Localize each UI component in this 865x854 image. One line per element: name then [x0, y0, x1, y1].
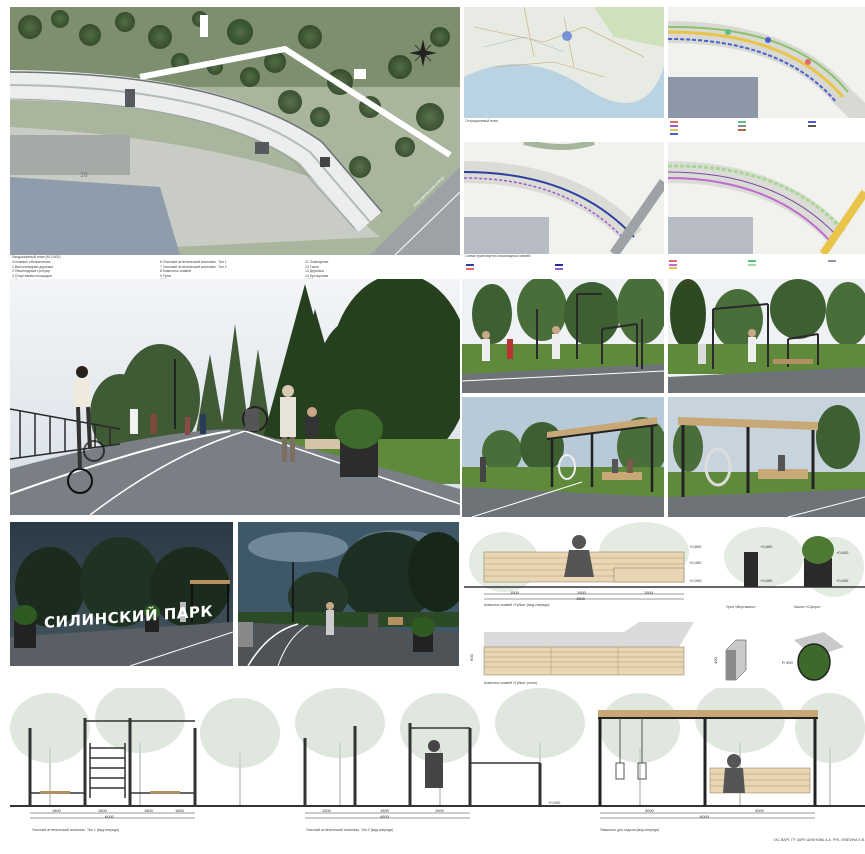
elev1-caption: Уличный атлетический комплекс. Тип 1 (ви… [32, 828, 120, 832]
zoning-legend [668, 119, 865, 137]
bench-height-mid: +0,450 [689, 560, 702, 565]
render-workout-1 [462, 279, 664, 393]
bench-width-3: 1500 [644, 590, 653, 595]
pot-height-top: +0,600 [836, 550, 849, 555]
transport-map [464, 142, 664, 254]
zoning-map [668, 7, 865, 118]
landscape-plan: Комсомольская улица 18 [10, 7, 460, 255]
plan-caption: Ландшафтный план (М 1:500) [12, 255, 61, 259]
elev2-caption: Уличный атлетический комплекс. Тип 2 (ви… [306, 828, 394, 832]
pot-caption: Кашпо «Сфера» [794, 605, 821, 609]
render-night-promenade [238, 522, 459, 666]
night-promenade-scene [238, 522, 459, 666]
elevations-drawing [10, 688, 865, 850]
greenery-map [668, 142, 865, 254]
bench-width-2: 1500 [577, 590, 586, 595]
bench-elevation-caption: Комплекс скамей «Губка» (вид спереди) [484, 603, 550, 607]
diagram-transport-caption: Схема транспортно-пешеходных связей [465, 254, 531, 258]
elev1-dim-3: 1800 [144, 808, 153, 813]
workout-scene-1 [462, 279, 664, 393]
urn-caption: Урна «Вертикаль» [726, 605, 756, 609]
render-night-entrance: СИЛИНСКИЙ ПАРК [10, 522, 233, 666]
elev3-total: 6000 [700, 814, 709, 819]
bench-elevation-drawing: +0,800 +0,450 +0,000 1500 1500 1500 4500… [464, 522, 865, 688]
transport-legend [465, 259, 665, 270]
cyclist-figure [67, 366, 105, 494]
render-pavilion-2 [668, 397, 865, 517]
bench-plan-depth: 600 [468, 654, 474, 661]
workout-scene-2 [668, 279, 865, 393]
elev2-dim-1: 1500 [322, 808, 331, 813]
urn-size: 400 [712, 657, 718, 664]
elev1-total: 6000 [105, 814, 114, 819]
promenade-illustration [10, 279, 460, 515]
elev1-dim-2: 1800 [98, 808, 107, 813]
urn-height-base: +0,000 [760, 578, 773, 583]
elev2-total: 4800 [380, 814, 389, 819]
pot-height-base: +0,000 [836, 578, 849, 583]
render-workout-2 [668, 279, 865, 393]
bench-height-base: +0,000 [689, 578, 702, 583]
night-entrance-scene [10, 522, 233, 666]
elev2-dim-2: 1800 [380, 808, 389, 813]
greenery-legend [668, 257, 865, 269]
elev3-dim-2: 3000 [755, 808, 764, 813]
diagram-situation [464, 7, 664, 118]
pavilion-scene-1 [462, 397, 664, 517]
elev3-caption: Павильон для отдыха (вид спереди) [600, 828, 660, 832]
diagram-transport [464, 142, 664, 254]
elev2-dim-3: 1500 [435, 808, 444, 813]
render-pavilion-1 [462, 397, 664, 517]
pavilion-scene-2 [668, 397, 865, 517]
bench-width-total: 4500 [576, 596, 585, 601]
elevations-bottom: 1800 1800 1800 1800 6000 Уличный атлетич… [10, 688, 865, 850]
author-credit: ГАС ВАРГ. ГР. 3АРХ ШУБНОВА А.А. РУК. ЛЕВ… [773, 838, 865, 842]
elev1-dim-4: 1800 [175, 808, 184, 813]
elev2-level: +0,000 [548, 800, 561, 805]
diagram-greenery [668, 142, 865, 254]
svg-text:18: 18 [80, 172, 88, 179]
pot-size: R 500 [782, 660, 793, 665]
situation-map [464, 7, 664, 118]
diagram-situation-caption: Ситуационный план [465, 119, 498, 123]
bench-plan-caption: Комплекс скамей «Губка» (план) [484, 681, 538, 685]
bench-width-1: 1500 [510, 590, 519, 595]
landscape-plan-drawing: Комсомольская улица 18 [10, 7, 460, 255]
urn-height-top: +0,800 [760, 544, 773, 549]
render-promenade-main [10, 279, 460, 515]
elev1-dim-1: 1800 [52, 808, 61, 813]
diagram-zoning [668, 7, 865, 118]
elev3-dim-1: 3000 [645, 808, 654, 813]
furniture-drawings [464, 522, 865, 688]
bench-height-top: +0,800 [689, 544, 702, 549]
compass-icon [409, 39, 437, 67]
